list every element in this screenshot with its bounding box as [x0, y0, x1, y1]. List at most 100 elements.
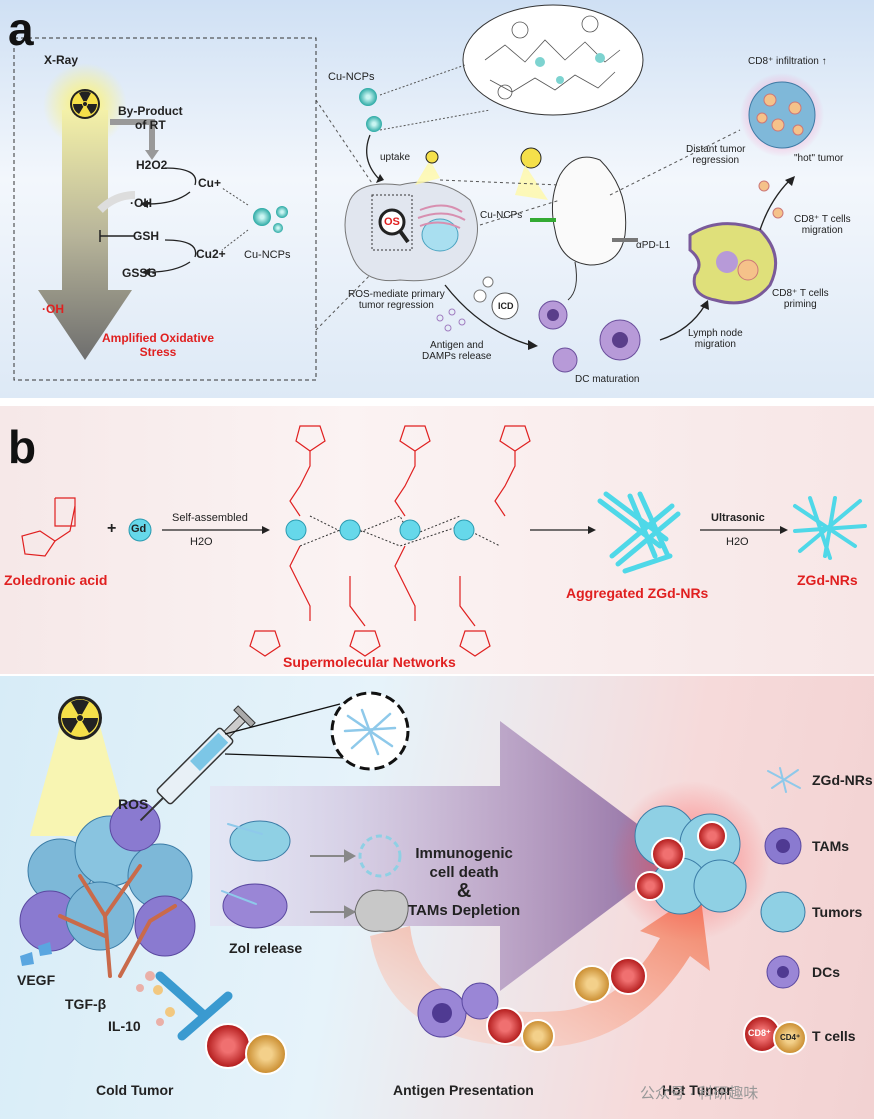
- cu-ncps-top-label: Cu-NCPs: [328, 71, 375, 83]
- panel-a-graphics: [13, 4, 824, 381]
- legend-zgd-label: ZGd-NRs: [812, 772, 873, 788]
- dc-cell-c: [417, 982, 499, 1038]
- panel-c-graphics: [19, 691, 807, 1075]
- gd-nodes: [285, 519, 475, 541]
- legend-zgd-icon: [767, 767, 801, 793]
- molecule-zoom: [462, 4, 644, 116]
- gd-label: Gd: [131, 523, 147, 535]
- zgd-rods: [793, 496, 867, 560]
- panel-b-graphics: [21, 425, 867, 657]
- aggregated-rods: [597, 491, 681, 574]
- cd4-label: CD4⁺: [780, 1033, 801, 1042]
- uptake-label: uptake: [380, 152, 411, 163]
- aggregated-label: Aggregated ZGd-NRs: [566, 585, 709, 601]
- t-cell: [245, 1033, 287, 1075]
- cu-ncp-sphere: [276, 206, 288, 218]
- supramolecular-label: Supermolecular Networks: [283, 654, 456, 670]
- big-process-arrow: [210, 721, 680, 991]
- inhibition-icon: [155, 971, 210, 1021]
- vegf-icons: [20, 942, 52, 966]
- legend-tcells-label: T cells: [812, 1028, 856, 1044]
- hot-tumor-label-c: Hot Tumor: [662, 1082, 732, 1098]
- cu-2plus-label: Cu2+: [196, 247, 226, 261]
- oxidative-arrow: [38, 110, 132, 360]
- dashed-inset-box: [13, 37, 317, 381]
- tumor-cell: [344, 181, 478, 282]
- icd-vesicle: [491, 292, 519, 320]
- syringe-icon: [139, 705, 256, 822]
- tumor-cells-release: [222, 820, 291, 929]
- dc-maturation-label: DC maturation: [575, 374, 640, 385]
- h2o-label: H2O: [190, 536, 213, 548]
- zol-release-label: Zol release: [229, 940, 303, 956]
- syringe-right: [612, 238, 638, 242]
- immunogenic-label: Immunogenic cell death & TAMs Depletion: [408, 845, 521, 919]
- panel-letter-b: b: [8, 421, 37, 473]
- vegf-label: VEGF: [17, 972, 56, 988]
- legend-cd4-cell: [773, 1021, 807, 1055]
- self-assembled-label: Self-assembled: [172, 512, 248, 524]
- radiation-icon: [70, 89, 100, 119]
- cu-ncp-sphere: [273, 223, 283, 233]
- gssg-label: GSSG: [122, 266, 157, 280]
- panel-letter-a: a: [8, 3, 34, 55]
- magnifier-icon: [378, 208, 406, 236]
- small-radiation-icon: [425, 150, 439, 164]
- apdl1-label: αPD-L1: [636, 240, 671, 251]
- oh-up-label: ·OH: [42, 302, 64, 316]
- dc-cell: [599, 319, 641, 361]
- hot-tumor-label-a: "hot" tumor: [794, 153, 844, 164]
- nucleus: [421, 218, 459, 252]
- blood-vessels: [58, 864, 177, 978]
- legend-tumors-label: Tumors: [812, 904, 863, 920]
- cu-ncp-sphere: [253, 208, 271, 226]
- gsh-label: GSH: [133, 229, 160, 243]
- t-cell: [205, 1023, 251, 1069]
- oh-label: ·OH: [130, 196, 152, 210]
- tgf-icons: [136, 971, 163, 995]
- cu-ncps-left-label: Cu-NCPs: [244, 249, 291, 261]
- cu-plus-label: Cu+: [198, 176, 222, 190]
- h2o-2-label: H2O: [726, 536, 749, 548]
- gd-ion: [128, 518, 152, 542]
- radiation-icon-c: [58, 696, 102, 740]
- zoledronic-label: Zoledronic acid: [4, 572, 108, 588]
- icd-label: ICD: [498, 301, 514, 311]
- il10-label: IL-10: [108, 1018, 141, 1034]
- plus-sign: +: [107, 520, 117, 537]
- cu-ncps-mouse-label: Cu-NCPs: [480, 210, 523, 221]
- os-label: OS: [384, 216, 400, 228]
- h2o2-label: H2O2: [136, 158, 168, 172]
- cold-tumor-label: Cold Tumor: [96, 1082, 174, 1098]
- dc-cell: [538, 300, 568, 330]
- mouse-body: [551, 156, 627, 266]
- legend-tams-label: TAMs: [812, 838, 850, 854]
- xray-label: X-Ray: [44, 53, 79, 67]
- syringe-left: [530, 218, 556, 222]
- dying-cells: [354, 834, 409, 932]
- radiation-icon-mouse: [520, 147, 542, 169]
- il10-icons: [156, 1007, 175, 1026]
- legend-tumors-icon: [760, 891, 806, 933]
- dc-cell: [552, 347, 578, 373]
- panel-c: ROS VEGF TGF-β IL-10 Cold Tumor Zol rele…: [0, 676, 874, 1119]
- zoledronic-structure: [21, 497, 76, 557]
- zgd-label: ZGd-NRs: [797, 572, 858, 588]
- tgf-label: TGF-β: [65, 996, 107, 1012]
- antigen-presentation-label: Antigen Presentation: [393, 1082, 534, 1098]
- supramolecular-network: [249, 425, 531, 657]
- hot-tumor-c: [634, 805, 747, 915]
- watermark: 公众号 · 科研趣味: [640, 1085, 759, 1102]
- cd8-infiltration-label: CD8⁺ infiltration ↑: [748, 56, 827, 67]
- panel-b: b Zoledronic acid + Gd Self-assembled H2…: [0, 406, 874, 674]
- ultrasonic-label: Ultrasonic: [711, 512, 765, 524]
